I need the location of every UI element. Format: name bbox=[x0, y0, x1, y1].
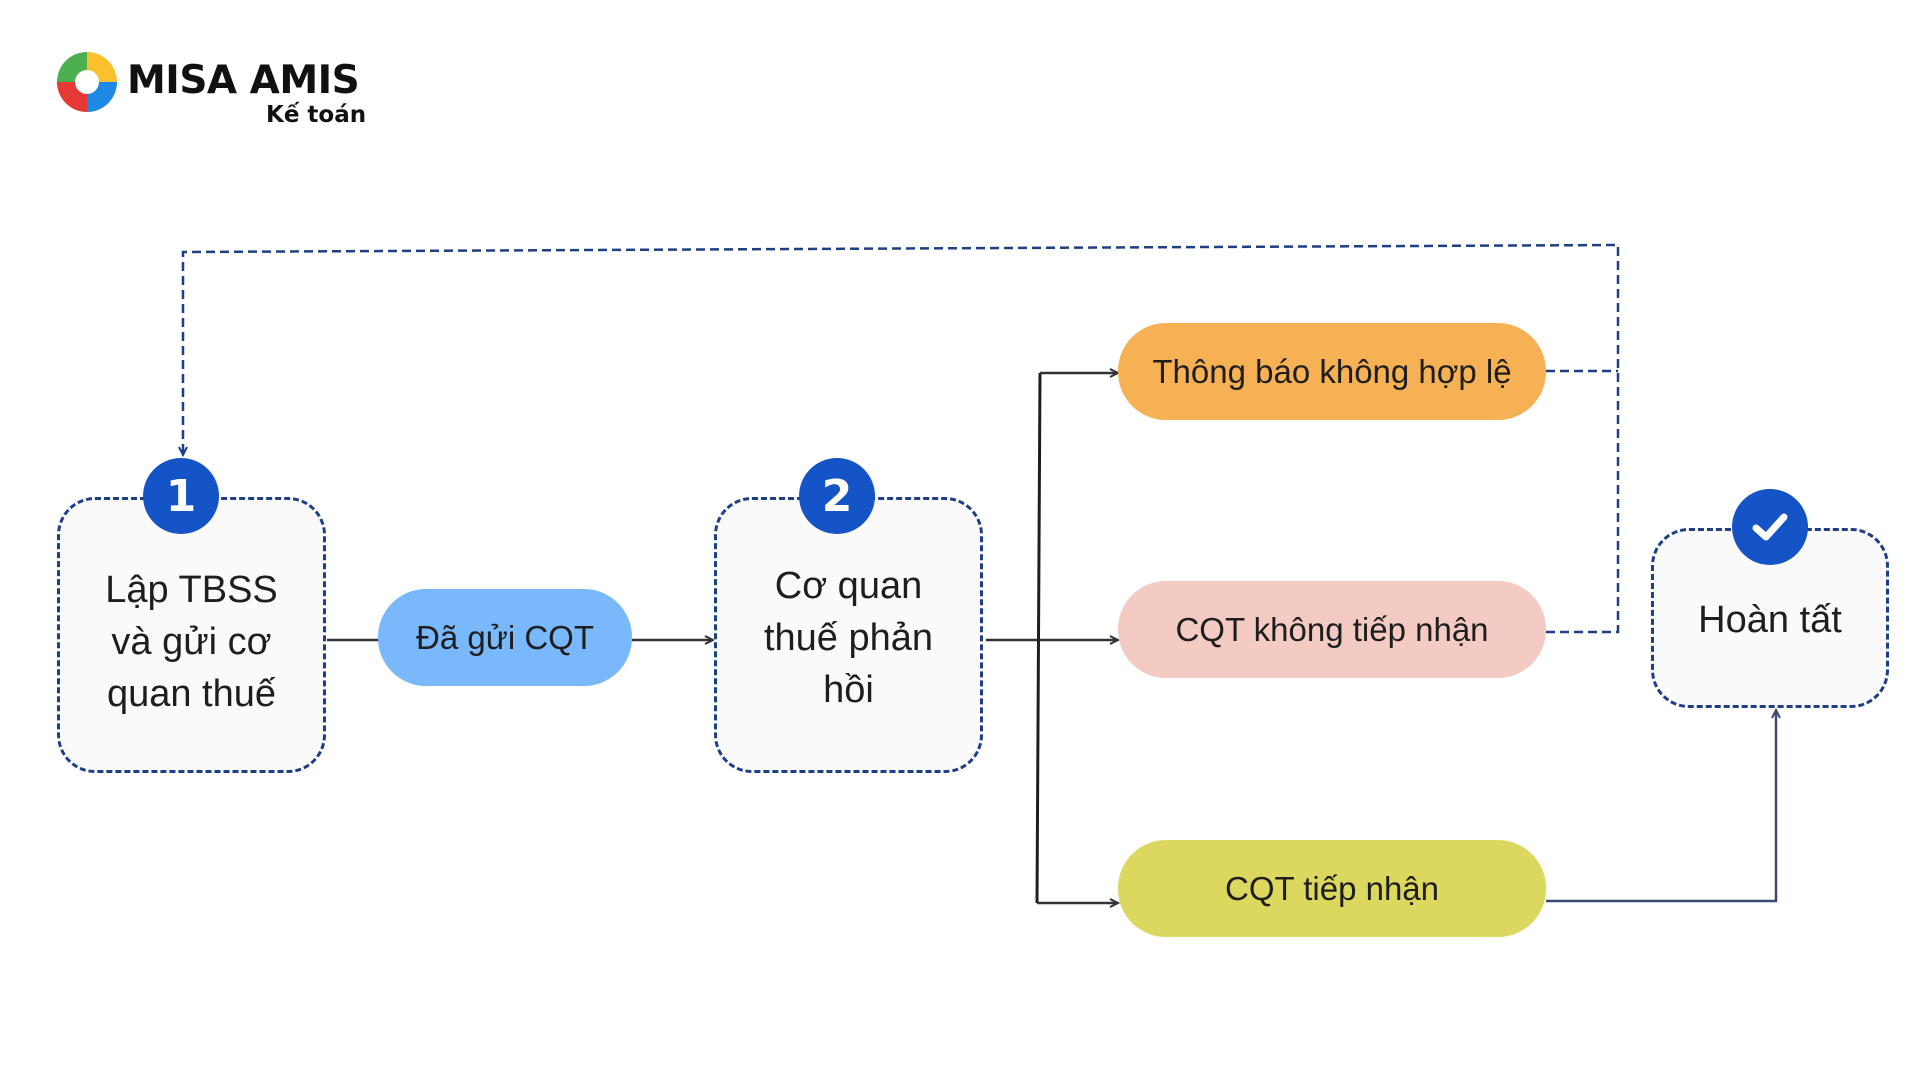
done-label: Hoàn tất bbox=[1698, 599, 1842, 641]
step-2-label: Cơ quan thuế phản hồi bbox=[763, 565, 934, 711]
connector-accepted-to-done bbox=[1546, 710, 1776, 903]
step-1-box: Lập TBSS và gửi cơ quan thuế bbox=[57, 497, 326, 773]
logo-brand-text: MISA AMIS bbox=[127, 58, 360, 103]
step-2-badge: 2 bbox=[799, 458, 875, 534]
accepted-pill: CQT tiếp nhận bbox=[1118, 840, 1546, 937]
checkmark-icon bbox=[1732, 489, 1808, 565]
connector-branch-trunk bbox=[1035, 372, 1042, 904]
step-1-badge: 1 bbox=[143, 458, 219, 534]
invalid-notice-pill: Thông báo không hợp lệ bbox=[1118, 323, 1546, 420]
logo-swirl-icon bbox=[57, 52, 117, 112]
not-accepted-pill: CQT không tiếp nhận bbox=[1118, 581, 1546, 678]
misa-amis-logo: MISA AMIS Kế toán bbox=[55, 50, 375, 140]
logo-product-text: Kế toán bbox=[266, 102, 367, 128]
step-1-label: Lập TBSS và gửi cơ quan thuế bbox=[105, 569, 278, 715]
step-2-box: Cơ quan thuế phản hồi bbox=[714, 497, 983, 773]
sent-to-tax-pill: Đã gửi CQT bbox=[378, 589, 632, 686]
feedback-loop-not-accepted bbox=[183, 243, 1620, 634]
